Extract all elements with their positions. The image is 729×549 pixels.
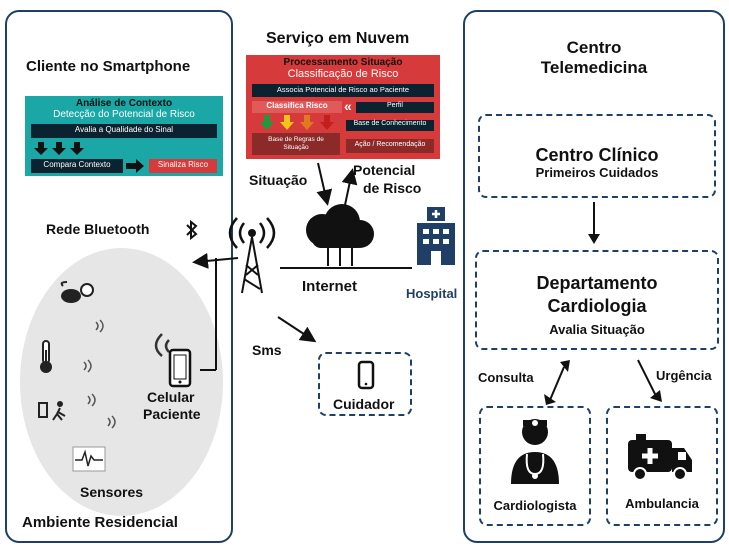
- fall-sensor-icon: [38, 401, 66, 421]
- celular-label: Celular: [147, 389, 195, 405]
- bluetooth-label: Rede Bluetooth: [46, 221, 150, 237]
- paciente-label: Paciente: [143, 406, 201, 422]
- rules-base-label: Base de Regras de Situação: [268, 136, 324, 151]
- rules-base-box: Base de Regras de Situação: [252, 133, 340, 155]
- action-box: Ação / Recomendação: [346, 139, 434, 153]
- antenna-tower-icon: [228, 217, 276, 294]
- hospital-icon: [417, 207, 455, 265]
- signal-waves-icons: [83, 319, 116, 429]
- knowledge-base-label: Base de Conhecimento: [353, 120, 427, 127]
- telemedicine-title-line2: Telemedicina: [540, 58, 648, 77]
- hospital-label: Hospital: [406, 286, 458, 301]
- signal-quality-box: Avalia a Qualidade do Sinal: [31, 124, 217, 138]
- caregiver-phone-icon: [357, 360, 375, 390]
- cardiology-dept-subtitle: Avalia Situação: [549, 322, 645, 337]
- clinic-center-title: Centro Clínico: [535, 145, 659, 165]
- cuidador-label: Cuidador: [333, 396, 395, 412]
- smartphone-client-title: Cliente no Smartphone: [26, 58, 191, 75]
- consulta-label: Consulta: [478, 370, 534, 385]
- thermometer-icon: [40, 340, 52, 373]
- smartphone-icon: [168, 348, 192, 388]
- ambulance-box: [606, 406, 718, 526]
- cloud-panel-title: Processamento Situação: [283, 57, 403, 68]
- action-label: Ação / Recomendação: [354, 141, 426, 148]
- context-analysis-panel: Análise de Contexto Detecção do Potencia…: [25, 96, 223, 176]
- clinic-to-dept-arrow: [588, 202, 600, 244]
- signal-quality-label: Avalia a Qualidade do Sinal: [74, 125, 174, 134]
- ambiente-label: Ambiente Residencial: [22, 514, 178, 531]
- cloud-service-title: Serviço em Nuvem: [266, 30, 410, 47]
- down-arrows: [34, 142, 84, 155]
- profile-label: Perfil: [387, 102, 403, 109]
- cardiology-dept-line2: Cardiologia: [547, 296, 647, 316]
- ambulance-icon: [628, 434, 692, 481]
- cardiology-dept-line1: Departamento: [536, 273, 658, 293]
- de-risco-label: de Risco: [363, 180, 422, 196]
- knowledge-base-box: Base de Conhecimento: [346, 120, 434, 131]
- double-chevron-icon: «: [344, 98, 352, 114]
- context-analysis-title: Análise de Contexto: [75, 98, 173, 109]
- classify-risk-box: Classifica Risco: [252, 101, 342, 113]
- cardiologista-label: Cardiologista: [493, 498, 577, 513]
- sms-label: Sms: [252, 342, 282, 358]
- ambulancia-label: Ambulancia: [625, 496, 699, 511]
- heart-monitor-icon: [72, 446, 106, 472]
- telemedicine-title-line1: Centro: [566, 38, 622, 57]
- context-analysis-subtitle: Detecção do Potencial de Risco: [53, 109, 195, 120]
- right-arrow-icon: [126, 159, 144, 173]
- associate-risk-label: Associa Potencial de Risco ao Paciente: [276, 85, 410, 94]
- associate-risk-box: Associa Potencial de Risco ao Paciente: [252, 84, 434, 97]
- telemedicine-panel: [463, 10, 725, 543]
- risk-arrows-icon: [260, 115, 334, 130]
- cardiologist-box: [479, 406, 591, 526]
- flag-risk-box: Sinaliza Risco: [149, 159, 217, 173]
- smartphone-client-panel: [5, 10, 233, 543]
- flag-risk-label: Sinaliza Risco: [157, 160, 209, 169]
- caregiver-box: [318, 352, 412, 416]
- cloud-panel-subtitle: Classificação de Risco: [287, 68, 399, 80]
- doctor-icon: [511, 419, 559, 484]
- clinic-center-box: [478, 114, 716, 198]
- compare-context-box: Compara Contexto: [31, 159, 123, 173]
- cloud-icon: [306, 204, 374, 266]
- situacao-label: Situação: [249, 172, 308, 188]
- urgencia-label: Urgência: [656, 368, 712, 383]
- clinic-center-subtitle: Primeiros Cuidados: [535, 165, 659, 180]
- cloud-processing-panel: Processamento Situação Classificação de …: [246, 55, 440, 159]
- bluetooth-icon: [186, 219, 198, 241]
- phone-signal-icon: [154, 333, 170, 357]
- profile-box: Perfil: [356, 102, 434, 113]
- potencial-label: Potencial: [353, 162, 416, 178]
- sensores-label: Sensores: [80, 484, 144, 500]
- internet-label: Internet: [302, 278, 358, 295]
- classify-risk-label: Classifica Risco: [266, 101, 328, 110]
- compare-context-label: Compara Contexto: [43, 160, 111, 169]
- blood-pressure-icon: [60, 281, 94, 303]
- cardiology-dept-box: [475, 250, 719, 350]
